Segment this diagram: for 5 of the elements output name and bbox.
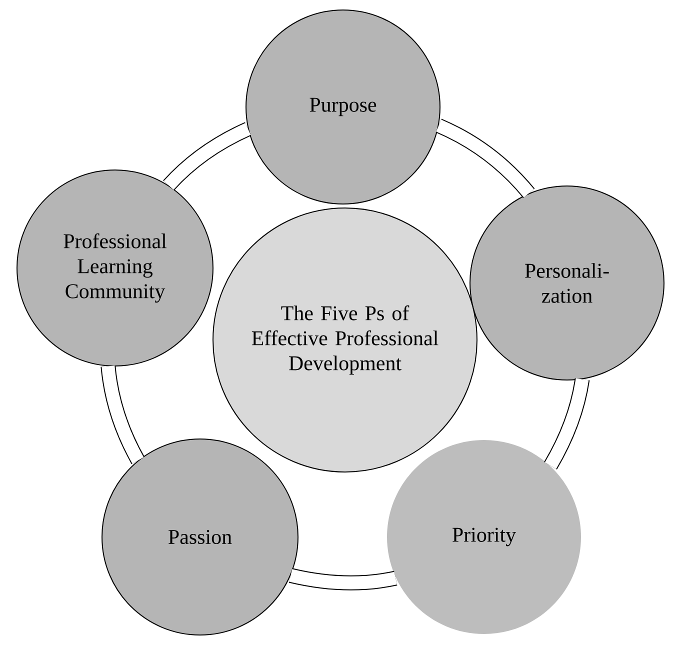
ring-segment: [100, 365, 145, 464]
ring-segment: [289, 568, 398, 590]
ring-segment: [544, 378, 590, 470]
ring-segment: [163, 122, 252, 191]
ring-segment: [436, 118, 535, 198]
